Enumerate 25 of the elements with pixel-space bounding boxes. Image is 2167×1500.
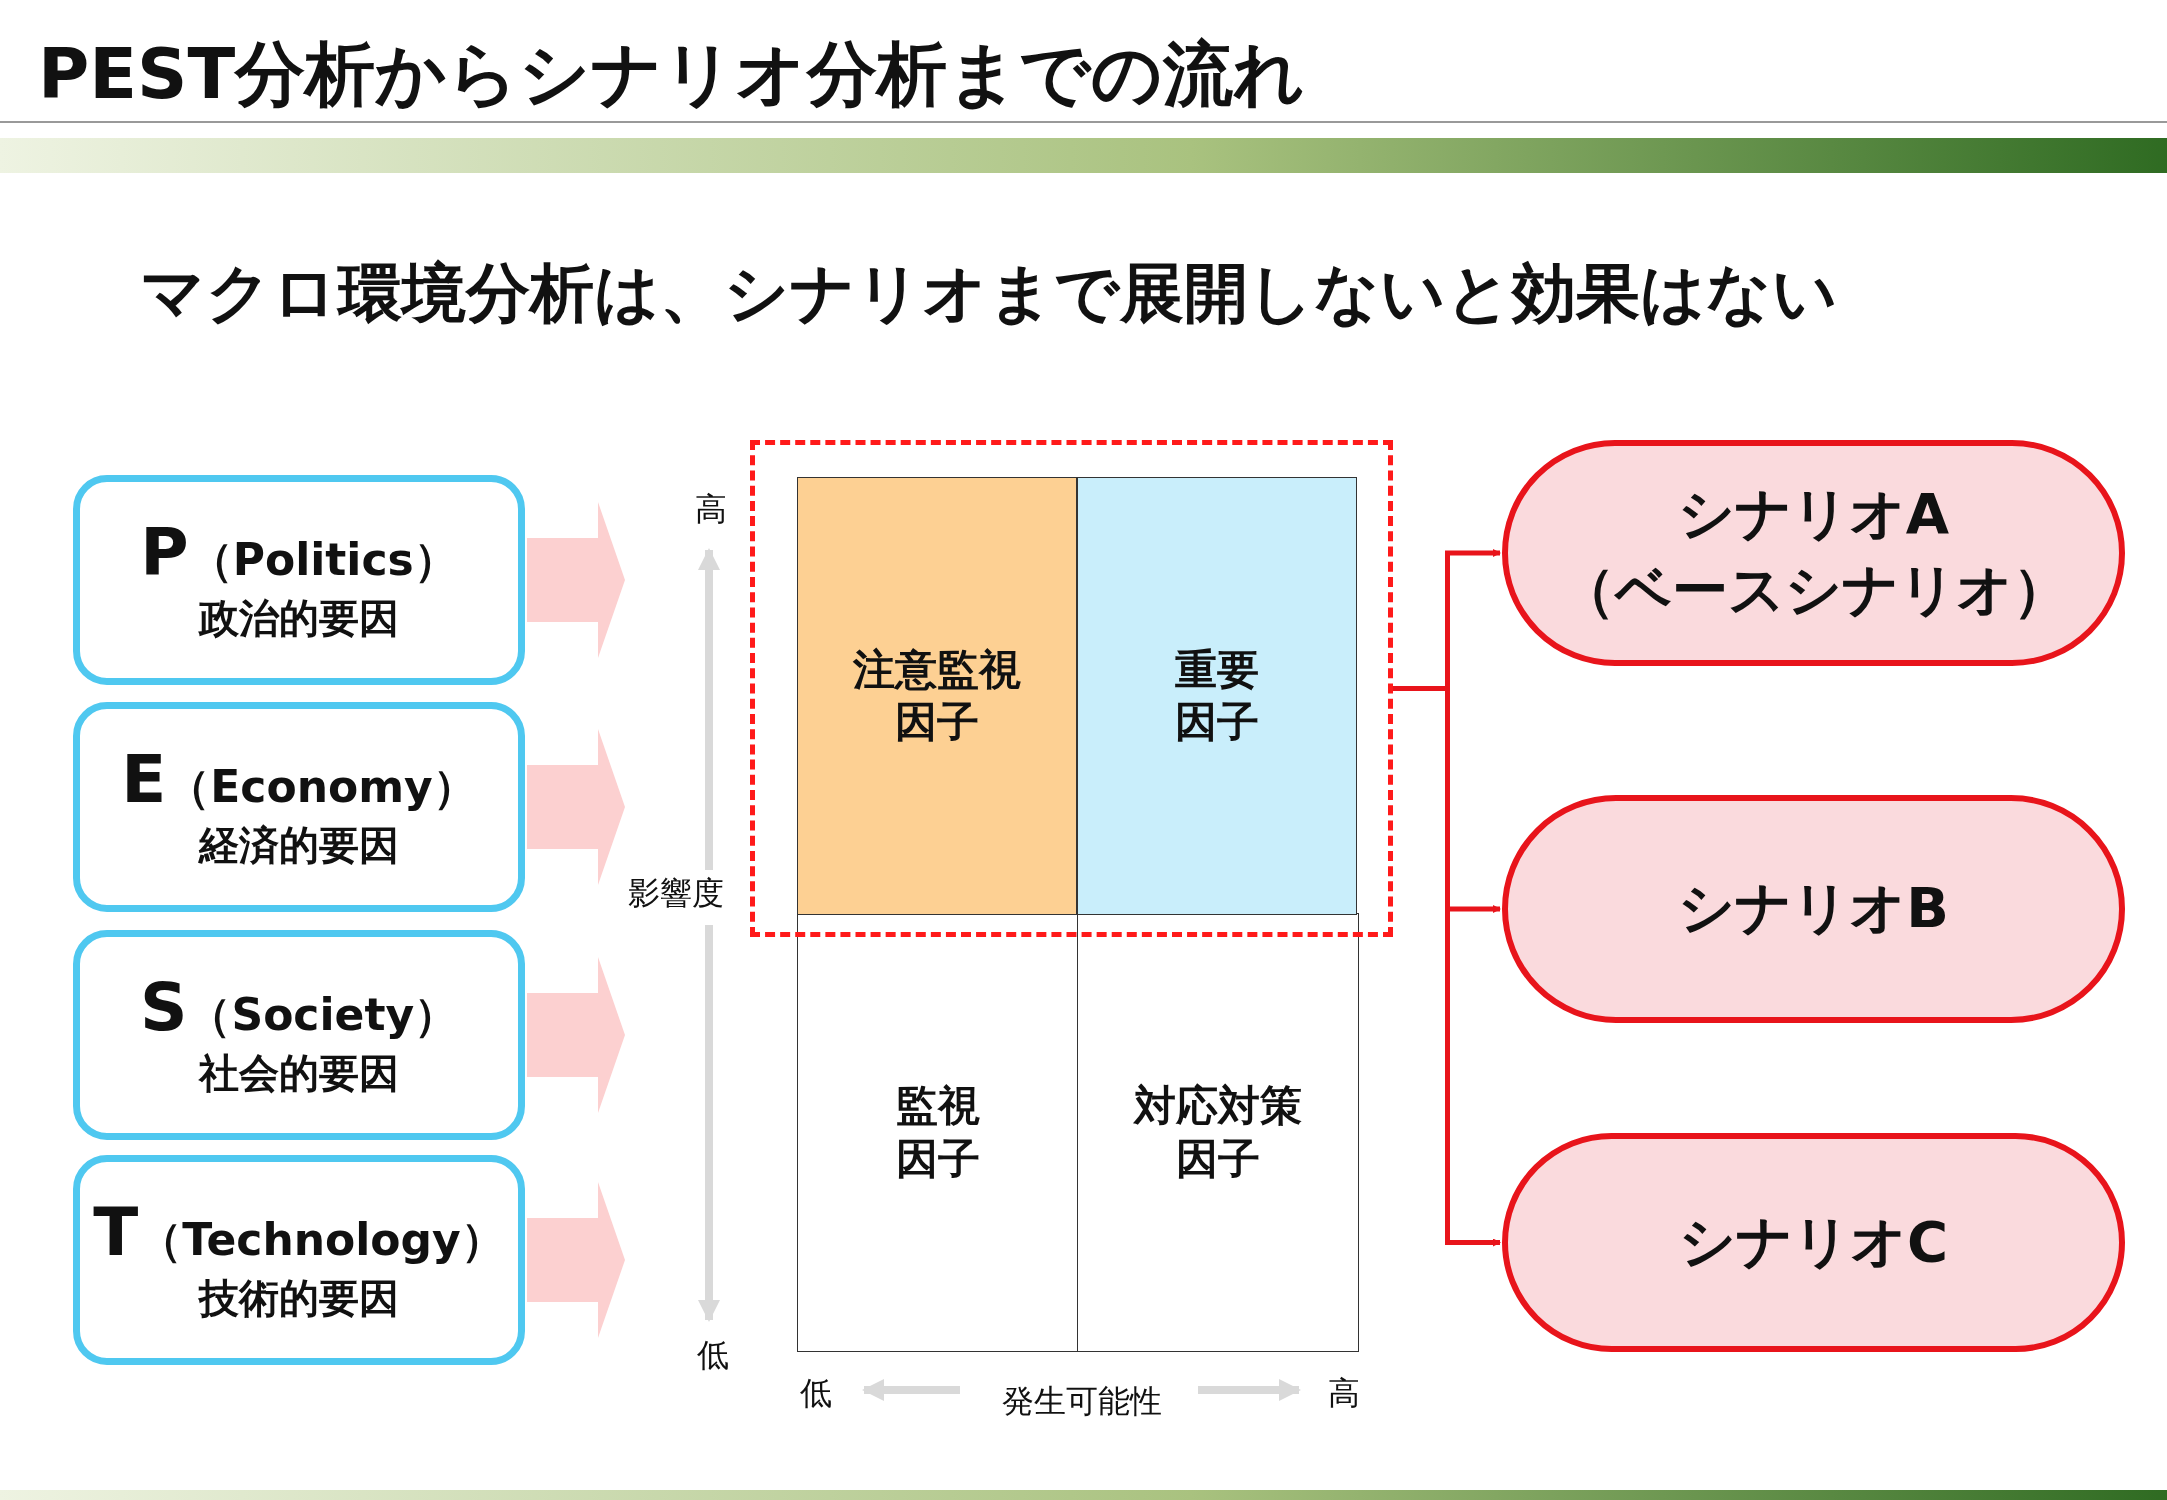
axis-label: 影響度 (628, 873, 724, 914)
scenario-pill: シナリオA （ベースシナリオ） (1502, 440, 2125, 666)
block-arrow (527, 957, 625, 1113)
subtitle: マクロ環境分析は、シナリオまで展開しないと効果はない (140, 255, 1838, 332)
block-arrow (527, 729, 625, 885)
scenario-pill: シナリオB (1502, 795, 2125, 1023)
block-arrow (527, 502, 625, 658)
factor-box: E（Economy） 経済的要因 (73, 702, 525, 912)
axis-label: 低 (697, 1335, 729, 1376)
axis-label: 発生可能性 (1002, 1381, 1162, 1422)
matrix-cell: 重要因子 (1077, 477, 1357, 915)
block-arrow (527, 1182, 625, 1338)
axis-label: 低 (800, 1373, 832, 1414)
page-title: PEST分析からシナリオ分析までの流れ (38, 32, 1306, 117)
factor-box: S（Society） 社会的要因 (73, 930, 525, 1140)
matrix-cell: 対応対策因子 (1077, 913, 1359, 1352)
matrix-cell: 注意監視因子 (797, 477, 1077, 915)
axis-label: 高 (695, 489, 727, 530)
connector-arrow (1393, 686, 1501, 1247)
factor-box: T（Technology） 技術的要因 (73, 1155, 525, 1365)
factor-box: P（Politics） 政治的要因 (73, 475, 525, 685)
matrix-cell: 監視因子 (797, 913, 1079, 1352)
scenario-pill: シナリオC (1502, 1133, 2125, 1352)
dashed-frame (750, 440, 1393, 937)
axis-label: 高 (1328, 1373, 1360, 1414)
